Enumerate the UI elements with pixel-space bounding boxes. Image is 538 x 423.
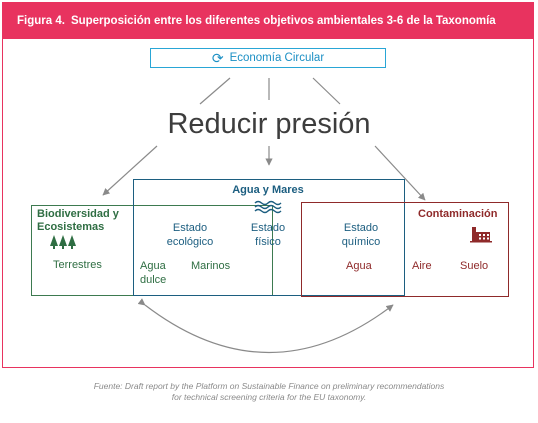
estado-fisico-line1: Estado	[250, 222, 286, 234]
agua-mares-box	[133, 179, 405, 296]
terrestres-label: Terrestres	[53, 259, 102, 271]
reducir-presion-text: Reducir presión	[167, 108, 371, 140]
source-line1: Fuente: Draft report by the Platform on …	[93, 381, 445, 391]
estado-quimico-line1: Estado	[343, 222, 379, 234]
marinos-label: Marinos	[191, 260, 231, 272]
line-ec-left	[199, 77, 231, 105]
agua-mares-title: Agua y Mares	[232, 184, 304, 196]
figure-header: Figura 4. Superposición entre los difere…	[3, 3, 533, 39]
estado-fisico-line2: físico	[255, 236, 281, 248]
bottom-curved-arrow	[137, 298, 394, 354]
aire-label: Aire	[412, 260, 432, 272]
economia-circular-box: ⟳ Economía Circular	[150, 48, 386, 68]
economia-circular-label: Economía Circular	[229, 52, 325, 64]
trees-icon	[50, 235, 76, 249]
contaminacion-title: Contaminación	[418, 208, 498, 220]
biodiversidad-title-1: Biodiversidad y	[37, 208, 119, 220]
line-ec-right	[312, 77, 341, 105]
source-note: Fuente: Draft report by the Platform on …	[0, 381, 538, 403]
agua-dulce-line1: Agua	[140, 260, 166, 272]
arrow-to-biodiversidad	[102, 145, 158, 196]
estado-ecologico-line2: ecológico	[166, 236, 214, 248]
arrow-to-contaminacion	[374, 145, 426, 201]
estado-ecologico-line1: Estado	[172, 222, 208, 234]
source-line2: for technical screening criteria for the…	[171, 392, 367, 402]
waves-icon	[254, 200, 282, 214]
factory-icon	[470, 227, 492, 243]
recycle-arrows-icon: ⟳	[211, 49, 224, 66]
figure-label: Figura 4.	[17, 15, 65, 27]
agua-contaminacion-label: Agua	[346, 260, 372, 272]
agua-dulce-line2: dulce	[140, 274, 167, 286]
contaminacion-box	[301, 202, 509, 297]
suelo-label: Suelo	[460, 260, 489, 272]
figure-title: Superposición entre los diferentes objet…	[70, 15, 496, 27]
estado-quimico-line2: químico	[341, 236, 381, 248]
biodiversidad-title-2: Ecosistemas	[37, 221, 105, 233]
